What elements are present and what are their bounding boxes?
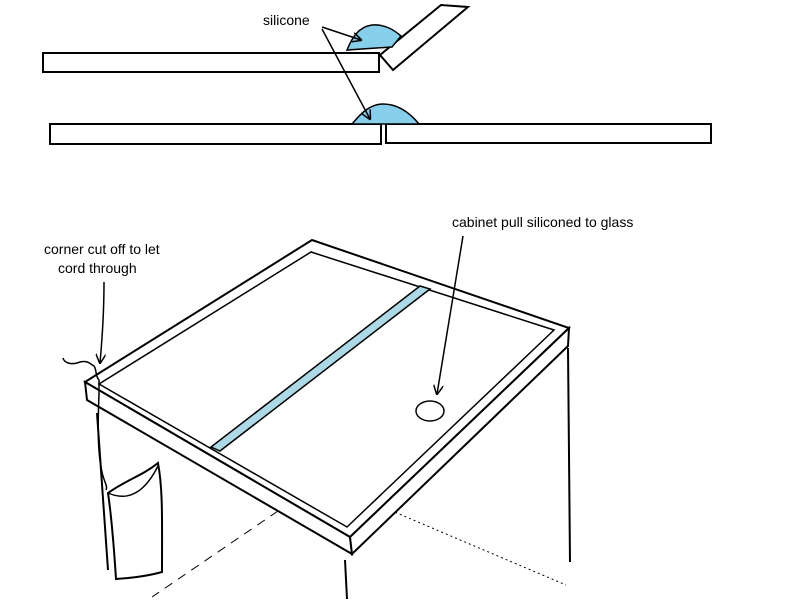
container-bin-rim xyxy=(107,465,159,497)
cabinet-pull-label: cabinet pull siliconed to glass xyxy=(452,214,634,230)
hidden-edge-back-left xyxy=(151,510,279,598)
glass-joint-strip xyxy=(209,285,432,452)
butt-joint-detail xyxy=(49,103,712,145)
corner-cut-arrow xyxy=(100,281,104,363)
angled-joint-detail xyxy=(42,3,471,73)
silicone-arrow-2 xyxy=(321,28,370,119)
corner-cut-label-line-1: corner cut off to let xyxy=(44,241,160,257)
container-bin xyxy=(106,461,164,581)
glass-pane-right xyxy=(385,123,712,144)
angled-glass-pane xyxy=(378,3,471,72)
leg-front xyxy=(344,559,348,600)
lid-inner-frame xyxy=(97,251,556,528)
silicone-bead-flat xyxy=(350,103,421,125)
corner-cut-label-line-2: cord through xyxy=(58,260,137,276)
leg-right xyxy=(567,347,571,563)
silicone-arrow-1 xyxy=(321,26,361,40)
cabinet-pull-arrow xyxy=(437,235,464,394)
silicone-label: silicone xyxy=(263,12,310,28)
glass-pane-left xyxy=(49,123,382,145)
cord xyxy=(62,357,108,491)
enclosure-perspective xyxy=(62,238,571,600)
lid-front-right-face xyxy=(348,325,571,557)
cabinet-pull-knob xyxy=(415,400,445,422)
flat-glass-pane-upper xyxy=(42,52,380,73)
